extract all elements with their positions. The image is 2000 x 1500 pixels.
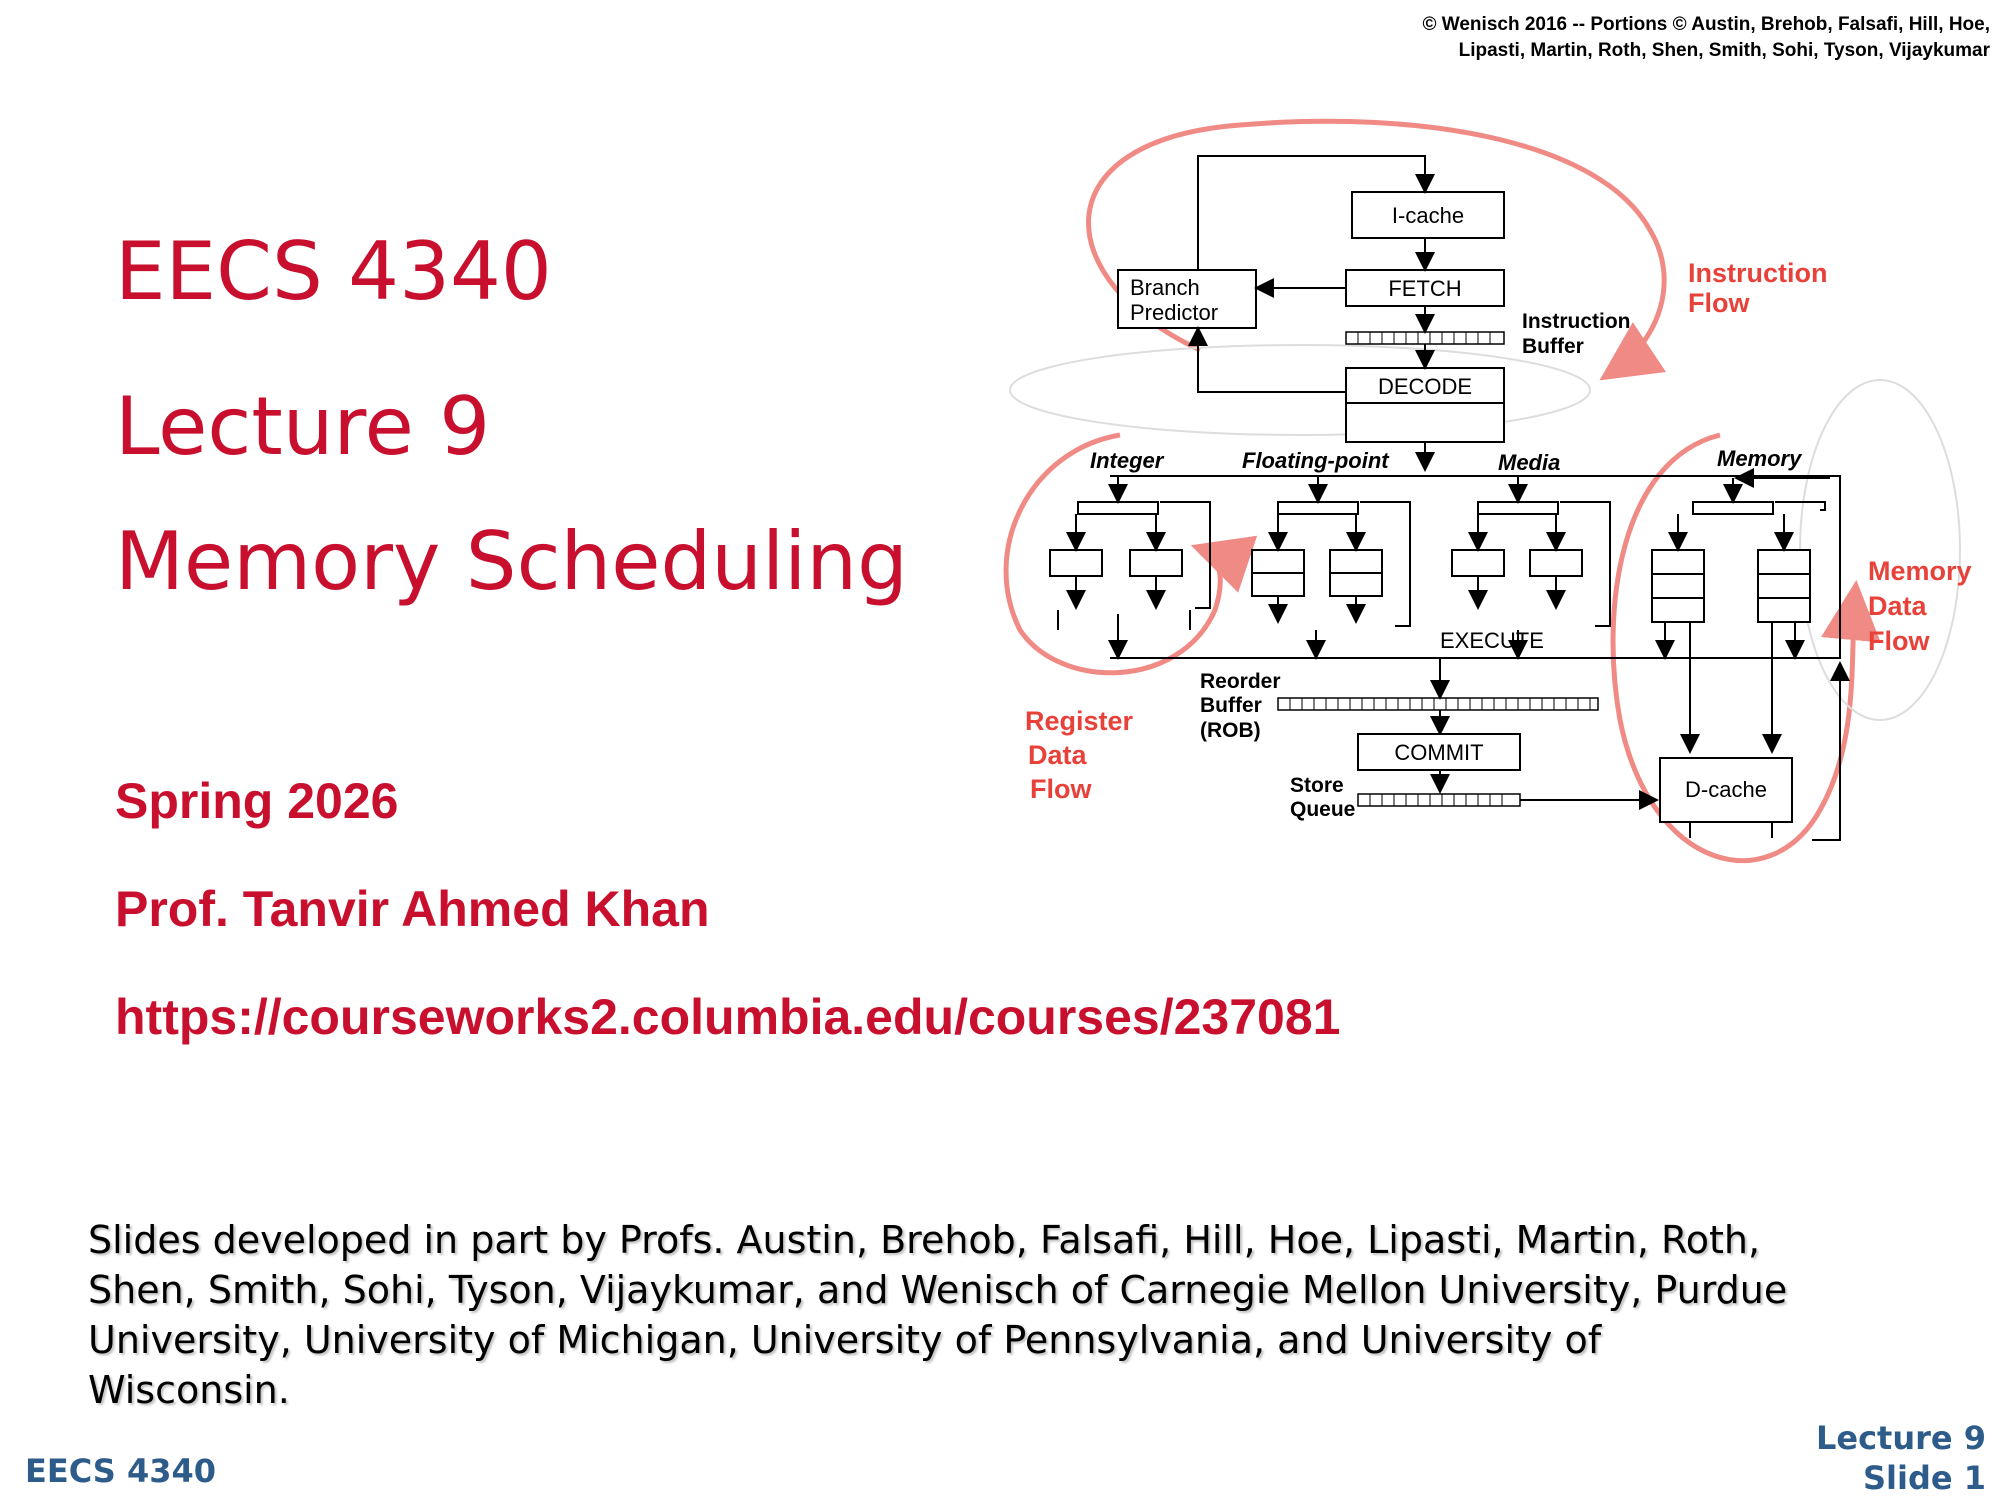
fetch-label: FETCH (1388, 276, 1461, 301)
dcache-label: D-cache (1685, 777, 1767, 802)
branch-predictor-label-2: Predictor (1130, 300, 1218, 325)
register-flow-label-1: Register (1025, 706, 1134, 736)
memory-flow-label-1: Memory (1868, 556, 1972, 586)
term-label: Spring 2026 (115, 773, 399, 829)
copyright-line-2: Lipasti, Martin, Roth, Shen, Smith, Sohi… (1458, 40, 1990, 61)
instruction-flow-label-2: Flow (1688, 288, 1750, 318)
memory-flow-label-2: Data (1868, 591, 1928, 621)
instruction-buffer-cells (1357, 332, 1491, 344)
pipeline-diagram: I-cache FETCH Branch Predictor Instructi… (1003, 118, 1972, 863)
store-queue-label-1: Store (1290, 774, 1344, 797)
memory-flow-loop (1610, 432, 1881, 863)
icache-label: I-cache (1392, 203, 1464, 228)
media-label: Media (1498, 450, 1560, 475)
memory-halo (1799, 379, 1961, 721)
fp-cluster (1251, 476, 1411, 660)
lecture-title: Lecture 9 (115, 380, 491, 473)
commit-box (1357, 733, 1521, 771)
course-url: https://courseworks2.columbia.edu/course… (115, 989, 1341, 1045)
execute-label: EXECUTE (1440, 628, 1544, 653)
instructor-label: Prof. Tanvir Ahmed Khan (115, 881, 710, 937)
instruction-flow-loop (1086, 118, 1667, 381)
memory-label: Memory (1717, 446, 1803, 471)
branch-predictor-box (1117, 269, 1257, 329)
floating-point-label: Floating-point (1242, 448, 1390, 473)
media-cluster (1451, 476, 1611, 660)
footer-slide-info: Lecture 9 Slide 1 (1686, 1418, 1986, 1498)
reorder-buffer-cells (1289, 698, 1591, 710)
commit-wires (1430, 658, 1850, 841)
store-queue-label-2: Queue (1290, 798, 1355, 821)
instruction-buffer-label-2: Buffer (1522, 335, 1584, 358)
rob-label-3: (ROB) (1200, 719, 1261, 742)
commit-label: COMMIT (1394, 740, 1483, 765)
credits-text: Slides developed in part by Profs. Austi… (88, 1218, 1788, 1412)
decode-label: DECODE (1378, 374, 1472, 399)
decode-box (1345, 367, 1505, 443)
copyright-notice: © Wenisch 2016 -- Portions © Austin, Bre… (890, 12, 1991, 64)
branch-predictor-label-1: Branch (1130, 275, 1200, 300)
integer-label: Integer (1090, 448, 1165, 473)
topic-title: Memory Scheduling (115, 515, 908, 608)
rob-label-1: Reorder (1200, 670, 1281, 693)
fetch-wires (1110, 155, 1841, 659)
register-flow-label-3: Flow (1030, 774, 1092, 804)
copyright-line-1: © Wenisch 2016 -- Portions © Austin, Bre… (1422, 14, 1991, 35)
footer-course: EECS 4340 (25, 1452, 217, 1490)
instruction-flow-label-1: Instruction (1688, 258, 1828, 288)
memory-cluster (1651, 468, 1830, 754)
memory-flow-label-3: Flow (1868, 626, 1930, 656)
rob-label-2: Buffer (1200, 694, 1262, 717)
integer-cluster (1049, 476, 1211, 660)
course-title: EECS 4340 (115, 225, 552, 318)
instruction-buffer-label-1: Instruction (1522, 310, 1631, 333)
register-flow-label-2: Data (1028, 740, 1088, 770)
footer-lecture: Lecture 9 (1815, 1419, 1986, 1457)
register-flow-loop (1003, 432, 1258, 676)
store-queue (1357, 793, 1521, 807)
dcache-box (1659, 757, 1793, 823)
footer-slide-number: Slide 1 (1863, 1459, 1986, 1497)
icache-box (1351, 191, 1505, 239)
decode-halo (1009, 344, 1591, 436)
store-queue-cells (1369, 794, 1503, 806)
